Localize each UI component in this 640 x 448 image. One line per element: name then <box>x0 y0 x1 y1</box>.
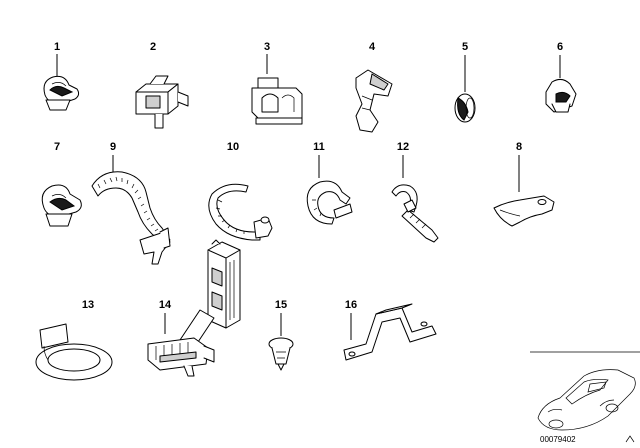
part-12[interactable]: 12 <box>391 141 439 243</box>
part-number-10: 10 <box>227 141 239 153</box>
holder-2-drawing <box>135 75 189 129</box>
holder-14-drawing <box>147 239 241 377</box>
part-number-16: 16 <box>345 299 357 311</box>
part-number-5: 5 <box>462 41 468 53</box>
part-number-3: 3 <box>264 41 270 53</box>
clip-1-drawing <box>43 75 80 111</box>
part-number-7: 7 <box>54 141 60 153</box>
strap-10-drawing <box>208 183 273 241</box>
part-13[interactable]: 13 <box>35 299 113 381</box>
part-9[interactable]: 9 <box>91 141 171 265</box>
part-5[interactable]: 5 <box>454 41 476 123</box>
part-1[interactable]: 1 <box>43 41 80 111</box>
part-6[interactable]: 6 <box>545 41 577 113</box>
tie-12-drawing <box>391 184 439 243</box>
part-11[interactable]: 11 <box>306 141 353 225</box>
part-7[interactable]: 7 <box>41 141 82 227</box>
part-number-13: 13 <box>82 299 94 311</box>
part-16[interactable]: 16 <box>343 299 437 361</box>
rivet-15-drawing <box>268 337 294 371</box>
part-15[interactable]: 15 <box>268 299 294 371</box>
carrier-9-drawing <box>91 171 171 265</box>
part-number-11: 11 <box>313 141 325 153</box>
grommet-5-drawing <box>454 93 476 123</box>
image-code: 00079402 <box>540 435 576 444</box>
part-10[interactable]: 10 <box>208 141 273 241</box>
clip-6-drawing <box>545 78 577 113</box>
part-4[interactable]: 4 <box>355 41 393 133</box>
part-14[interactable]: 14 <box>147 239 241 377</box>
part-number-9: 9 <box>110 141 116 153</box>
bracket-8-drawing <box>493 195 555 227</box>
bracket-16-drawing <box>343 303 437 361</box>
clip-3-drawing <box>251 77 303 125</box>
part-number-2: 2 <box>150 41 156 53</box>
clip-4-drawing <box>355 69 393 133</box>
part-number-6: 6 <box>557 41 563 53</box>
part-2[interactable]: 2 <box>135 41 189 129</box>
car-icon <box>537 369 636 431</box>
part-number-14: 14 <box>159 299 172 311</box>
ring-13-drawing <box>35 323 113 381</box>
caret-icon <box>625 435 635 443</box>
part-number-4: 4 <box>369 41 376 53</box>
part-number-1: 1 <box>54 41 60 53</box>
vehicle-reference-thumbnail: 00079402 <box>530 351 640 444</box>
part-3[interactable]: 3 <box>251 41 303 125</box>
clamp-11-drawing <box>306 180 353 225</box>
clip-7-drawing <box>41 184 82 227</box>
part-number-15: 15 <box>275 299 287 311</box>
part-8[interactable]: 8 <box>493 141 555 227</box>
part-number-8: 8 <box>516 141 522 153</box>
part-number-12: 12 <box>397 141 409 153</box>
